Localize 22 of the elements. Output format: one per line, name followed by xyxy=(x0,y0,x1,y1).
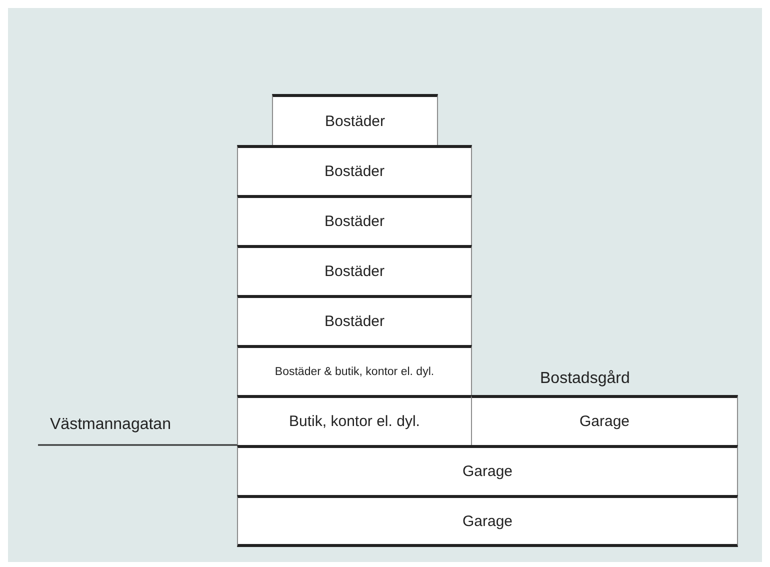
floor-box xyxy=(237,145,472,196)
floor-label: Bostäder xyxy=(324,313,385,330)
floor-label: Garage xyxy=(462,512,513,530)
floor-box xyxy=(237,395,472,446)
floor-label: Bostäder & butik, kontor el. dyl. xyxy=(274,366,434,378)
floor-box xyxy=(272,94,438,146)
floor-box xyxy=(471,395,738,446)
floor-label: Bostäder xyxy=(324,263,385,280)
street-name: Västmannagatan xyxy=(50,416,171,434)
floor-box xyxy=(237,345,472,396)
courtyard-label: Bostadsgård xyxy=(540,370,630,388)
floor-box xyxy=(237,195,472,246)
floor-box xyxy=(237,445,738,496)
floor-box xyxy=(237,295,472,346)
floor-label: Garage xyxy=(579,413,630,430)
floor-label: Bostäder xyxy=(324,112,386,130)
floor-label: Butik, kontor el. dyl. xyxy=(289,413,420,430)
floor-label: Bostäder xyxy=(324,213,385,230)
floor-box xyxy=(237,495,738,547)
floor-label: Bostäder xyxy=(324,163,385,180)
floor-box xyxy=(237,245,472,296)
floor-label: Garage xyxy=(462,463,513,480)
